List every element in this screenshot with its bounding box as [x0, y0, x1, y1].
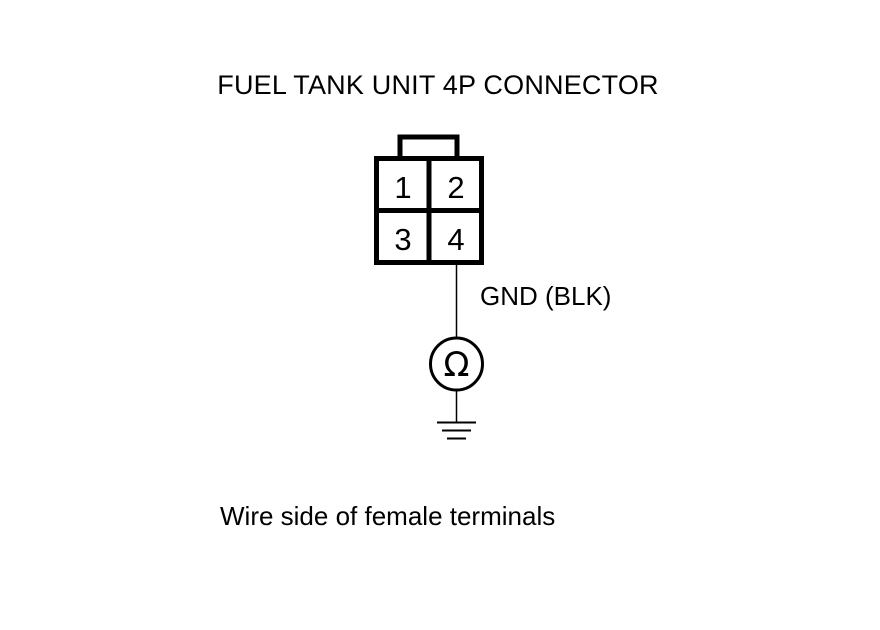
wire-label: GND (BLK) [480, 281, 611, 311]
connector-lock-tab [397, 134, 460, 156]
pin-2-label: 2 [447, 170, 464, 205]
ground-icon [437, 421, 476, 440]
ohm-symbol: Ω [444, 345, 470, 385]
pin-1-label: 1 [394, 170, 411, 205]
pin-3-label: 3 [394, 222, 411, 257]
diagram-caption: Wire side of female terminals [220, 501, 556, 531]
diagram-title: FUEL TANK UNIT 4P CONNECTOR [217, 70, 659, 100]
pin-4-label: 4 [447, 222, 464, 257]
